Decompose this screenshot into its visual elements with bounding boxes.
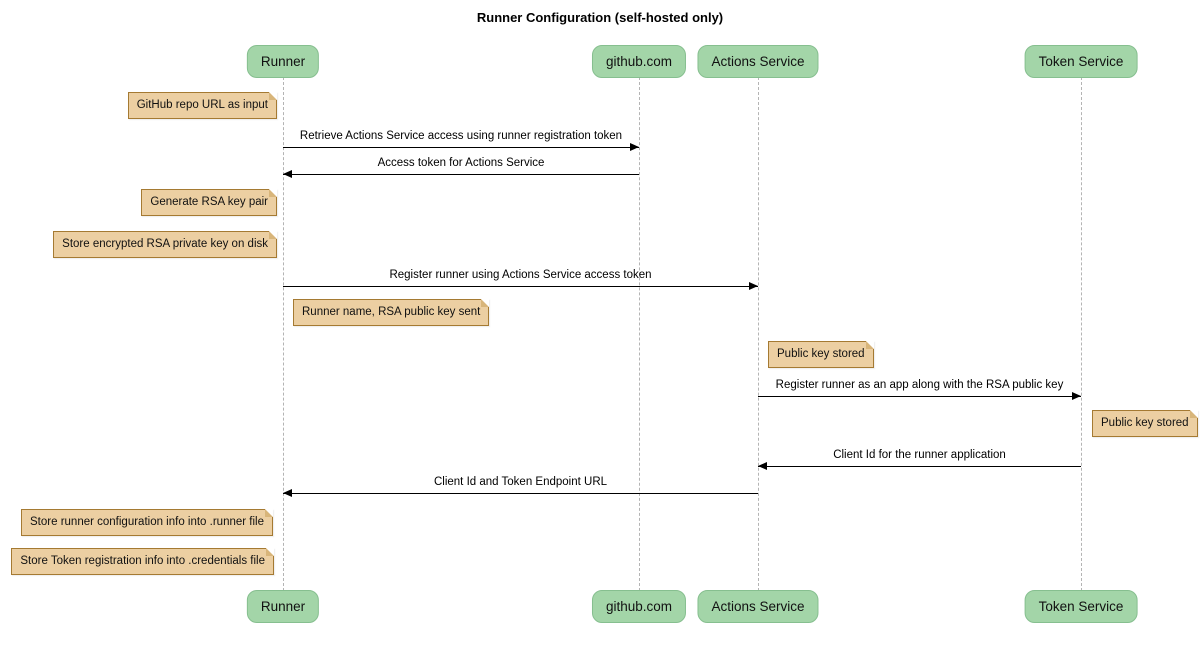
arrowhead-4	[1072, 392, 1081, 400]
message-line-2	[283, 174, 639, 175]
message-label-5: Client Id for the runner application	[833, 449, 1006, 461]
note-1: GitHub repo URL as input	[127, 92, 277, 119]
note-fold-icon	[269, 189, 277, 197]
arrowhead-1	[630, 143, 639, 151]
note-fold-icon	[266, 548, 274, 556]
lifeline-github	[639, 77, 640, 591]
participant-github-bottom: github.com	[591, 590, 687, 623]
lifeline-token	[1081, 77, 1082, 591]
note-text: Store runner configuration info into .ru…	[30, 516, 264, 528]
note-4: Runner name, RSA public key sent	[293, 299, 490, 326]
message-label-2: Access token for Actions Service	[377, 157, 545, 169]
participant-runner-bottom: Runner	[246, 590, 320, 623]
participant-runner-top: Runner	[246, 45, 320, 78]
note-fold-icon	[865, 341, 874, 349]
arrowhead-6	[283, 489, 292, 497]
note-text: Public key stored	[777, 348, 865, 360]
message-line-3	[283, 286, 758, 287]
arrowhead-3	[749, 282, 758, 290]
note-5: Public key stored	[768, 341, 874, 368]
arrowhead-2	[283, 170, 292, 178]
arrowhead-5	[758, 462, 767, 470]
message-label-4: Register runner as an app along with the…	[775, 379, 1064, 391]
message-line-6	[283, 493, 758, 494]
participant-github-top: github.com	[591, 45, 687, 78]
note-2: Generate RSA key pair	[141, 189, 277, 216]
note-text: Store encrypted RSA private key on disk	[62, 238, 268, 250]
note-fold-icon	[265, 509, 273, 517]
message-line-4	[758, 396, 1081, 397]
note-text: Generate RSA key pair	[150, 196, 268, 208]
note-3: Store encrypted RSA private key on disk	[53, 231, 277, 258]
message-line-1	[283, 147, 639, 148]
message-line-5	[758, 466, 1081, 467]
participant-token-top: Token Service	[1024, 45, 1138, 78]
participant-token-bottom: Token Service	[1024, 590, 1138, 623]
note-fold-icon	[481, 299, 490, 307]
note-6: Public key stored	[1092, 410, 1198, 437]
lifeline-runner	[283, 77, 284, 591]
note-text: GitHub repo URL as input	[136, 99, 268, 111]
lifeline-actions	[758, 77, 759, 591]
message-label-1: Retrieve Actions Service access using ru…	[299, 130, 623, 142]
message-label-3: Register runner using Actions Service ac…	[389, 269, 652, 281]
note-fold-icon	[1189, 410, 1198, 418]
diagram-title: Runner Configuration (self-hosted only)	[476, 10, 724, 25]
note-text: Runner name, RSA public key sent	[302, 306, 481, 318]
note-7: Store runner configuration info into .ru…	[21, 509, 273, 536]
participant-actions-bottom: Actions Service	[697, 590, 819, 623]
note-fold-icon	[269, 231, 277, 239]
note-text: Public key stored	[1101, 417, 1189, 429]
message-label-6: Client Id and Token Endpoint URL	[433, 476, 608, 488]
note-text: Store Token registration info into .cred…	[20, 555, 265, 567]
participant-actions-top: Actions Service	[697, 45, 819, 78]
note-8: Store Token registration info into .cred…	[11, 548, 274, 575]
note-fold-icon	[269, 92, 277, 100]
